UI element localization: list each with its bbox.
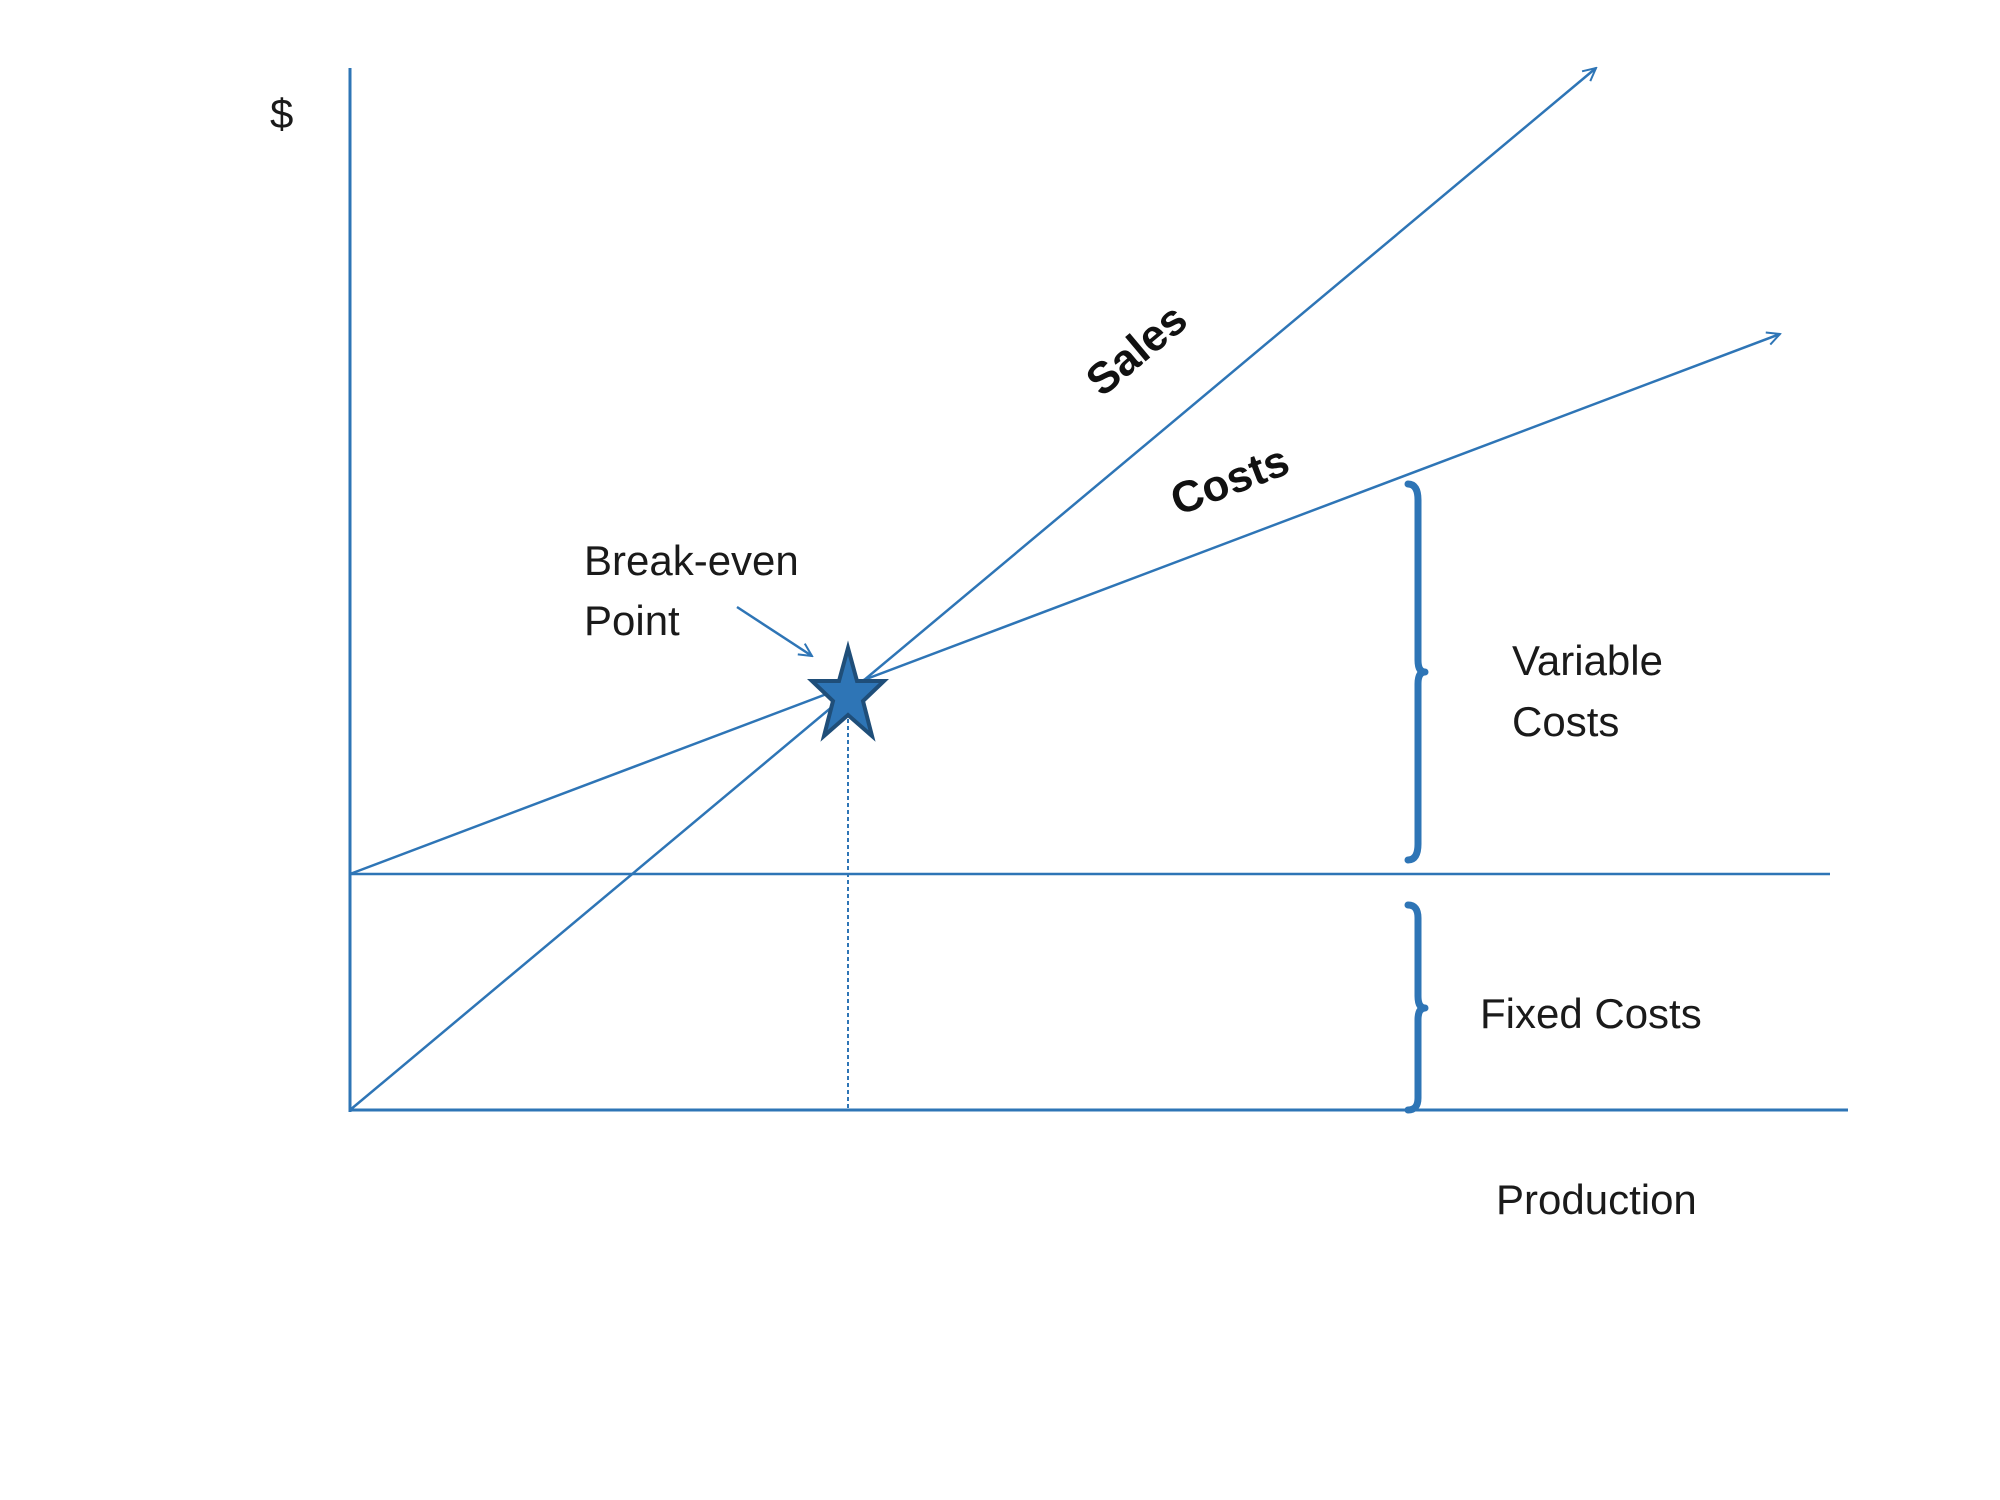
variable-costs-brace <box>1404 480 1429 864</box>
break-even-label-line1: Break-even <box>584 537 799 584</box>
variable-costs-label-line1: Variable <box>1512 637 1663 684</box>
x-axis-label: Production <box>1496 1176 1697 1223</box>
break-even-pointer-arrow <box>736 605 812 656</box>
sales-label: Sales <box>1077 294 1197 405</box>
costs-label: Costs <box>1164 436 1296 526</box>
sales-line <box>349 68 1596 1111</box>
star-icon <box>807 640 889 742</box>
break-even-label-line2: Point <box>584 597 680 644</box>
fixed-costs-label: Fixed Costs <box>1480 990 1702 1037</box>
costs-line <box>349 334 1780 876</box>
variable-costs-label-line2: Costs <box>1512 698 1619 745</box>
fixed-costs-brace <box>1404 901 1429 1114</box>
y-axis-label: $ <box>270 90 293 137</box>
